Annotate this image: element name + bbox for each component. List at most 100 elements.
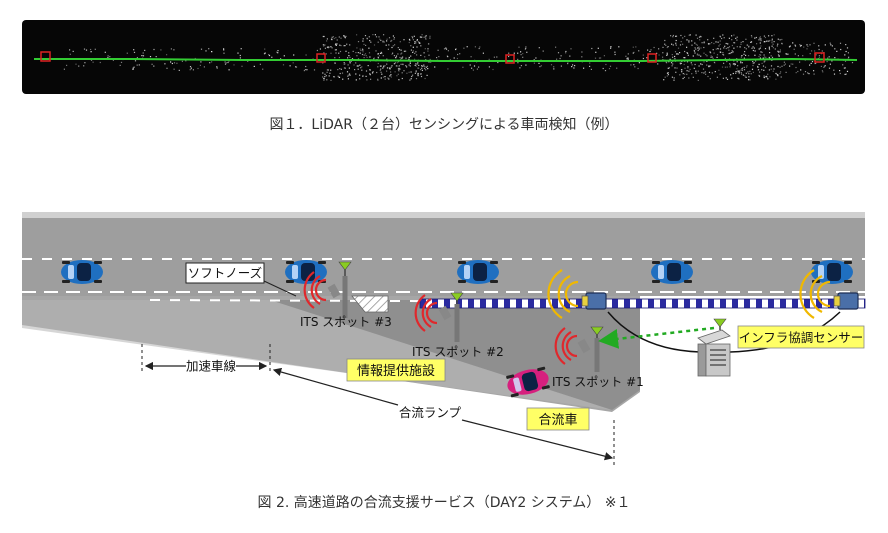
point-cloud-dot <box>679 74 681 76</box>
point-cloud-dot <box>758 75 761 77</box>
point-cloud-dot <box>414 41 416 43</box>
point-cloud-dot <box>428 54 430 56</box>
point-cloud-dot <box>330 69 332 71</box>
point-cloud-dot <box>687 67 689 69</box>
point-cloud-dot <box>132 68 134 70</box>
point-cloud-dot <box>379 69 381 71</box>
point-cloud-dot <box>839 72 841 75</box>
point-cloud-dot <box>176 62 178 64</box>
point-cloud-dot <box>400 53 402 55</box>
point-cloud-dot <box>369 73 371 75</box>
point-cloud-dot <box>493 56 495 58</box>
point-cloud-dot <box>391 65 393 67</box>
point-cloud-dot <box>408 41 410 44</box>
point-cloud-dot <box>728 37 730 39</box>
point-cloud-dot <box>750 41 753 43</box>
point-cloud-dot <box>333 37 335 40</box>
point-cloud-dot <box>777 38 779 40</box>
point-cloud-dot <box>366 37 368 39</box>
point-cloud-dot <box>361 48 364 50</box>
point-cloud-dot <box>415 78 418 80</box>
point-cloud-dot <box>412 51 414 53</box>
point-cloud-dot <box>396 75 398 77</box>
point-cloud-dot <box>693 50 696 52</box>
point-cloud-dot <box>362 38 364 40</box>
point-cloud-dot <box>348 73 351 75</box>
point-cloud-dot <box>839 70 841 72</box>
point-cloud-dot <box>263 53 266 55</box>
point-cloud-dot <box>223 49 225 51</box>
point-cloud-dot <box>746 44 748 46</box>
point-cloud-dot <box>412 50 414 52</box>
point-cloud-dot <box>403 39 405 41</box>
point-cloud-dot <box>359 52 361 54</box>
point-cloud-dot <box>649 50 651 53</box>
point-cloud-dot <box>557 52 560 54</box>
point-cloud-dot <box>83 48 86 50</box>
point-cloud-dot <box>698 48 700 50</box>
point-cloud-dot <box>359 52 361 54</box>
point-cloud-dot <box>341 72 344 74</box>
point-cloud-dot <box>90 48 92 51</box>
point-cloud-dot <box>362 40 364 42</box>
point-cloud-dot <box>765 75 768 77</box>
point-cloud-dot <box>399 68 401 70</box>
point-cloud-dot <box>608 68 611 70</box>
point-cloud-dot <box>683 76 685 78</box>
roadside-lidar-sensor <box>833 292 859 310</box>
merging-car-label-box <box>526 407 590 431</box>
point-cloud-dot <box>743 69 746 71</box>
point-cloud-dot <box>331 38 333 40</box>
point-cloud-dot <box>224 63 227 65</box>
point-cloud-dot <box>390 66 392 68</box>
point-cloud-dot <box>388 44 390 46</box>
point-cloud-dot <box>690 62 692 64</box>
point-cloud-dot <box>758 69 760 71</box>
point-cloud-dot <box>797 70 799 73</box>
point-cloud-dot <box>845 73 847 75</box>
point-cloud-dot <box>831 60 833 62</box>
point-cloud-dot <box>517 62 519 64</box>
point-cloud-dot <box>760 54 762 56</box>
point-cloud-dot <box>814 62 816 65</box>
point-cloud-dot <box>772 47 774 49</box>
point-cloud-dot <box>700 63 702 65</box>
point-cloud-dot <box>686 61 689 63</box>
point-cloud-dot <box>754 37 756 39</box>
point-cloud-dot <box>691 64 693 66</box>
point-cloud-dot <box>233 64 235 66</box>
point-cloud-dot <box>415 42 417 44</box>
point-cloud-dot <box>712 57 714 59</box>
point-cloud-dot <box>826 61 828 63</box>
point-cloud-dot <box>240 48 242 50</box>
point-cloud-dot <box>754 54 756 56</box>
point-cloud-dot <box>383 34 385 36</box>
point-cloud-dot <box>773 68 775 70</box>
point-cloud-dot <box>357 52 359 54</box>
point-cloud-dot <box>369 40 371 42</box>
point-cloud-dot <box>377 79 379 81</box>
point-cloud-dot <box>420 45 422 47</box>
point-cloud-dot <box>84 62 86 64</box>
point-cloud-dot <box>703 42 705 44</box>
point-cloud-dot <box>400 63 402 65</box>
point-cloud-dot <box>725 77 727 79</box>
point-cloud-dot <box>779 49 781 51</box>
point-cloud-dot <box>777 75 779 77</box>
point-cloud-dot <box>818 56 820 58</box>
point-cloud-dot <box>705 54 707 56</box>
point-cloud-dot <box>650 49 652 51</box>
point-cloud-dot <box>846 47 849 49</box>
point-cloud-dot <box>144 49 146 51</box>
point-cloud-dot <box>735 72 737 74</box>
point-cloud-dot <box>389 67 391 70</box>
point-cloud-dot <box>338 56 340 59</box>
point-cloud-dot <box>682 43 684 45</box>
point-cloud-dot <box>63 68 65 70</box>
point-cloud-dot <box>740 72 742 74</box>
point-cloud-dot <box>676 53 678 55</box>
point-cloud-dot <box>697 47 699 49</box>
point-cloud-dot <box>365 55 367 57</box>
point-cloud-dot <box>691 40 693 42</box>
point-cloud-dot <box>326 69 328 71</box>
